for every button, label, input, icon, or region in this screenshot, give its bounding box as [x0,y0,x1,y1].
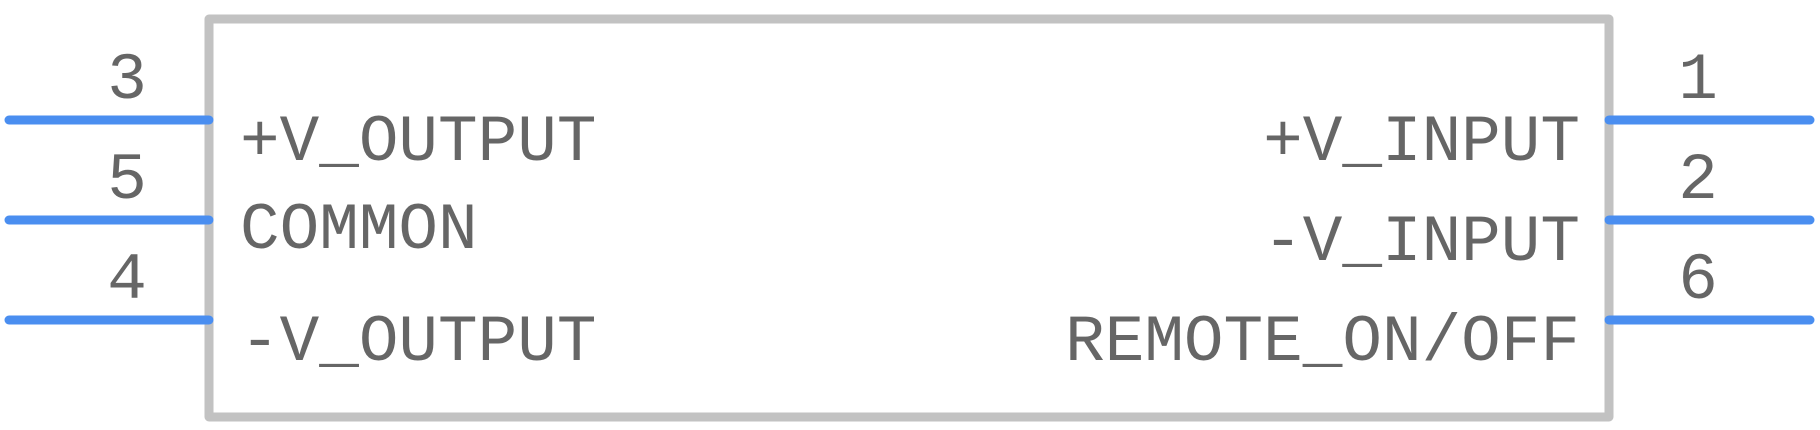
pin-label-plus-v-output: +V_OUTPUT [240,105,596,180]
pin-number-3: 3 [107,43,147,118]
pin-number-5: 5 [107,143,147,218]
pin-number-6: 6 [1678,243,1718,318]
pin-label-plus-v-input: +V_INPUT [1263,105,1580,180]
left-pin-group: 3 5 4 +V_OUTPUT COMMON -V_OUTPUT [4,43,596,380]
pin-number-2: 2 [1678,143,1718,218]
pin-label-remote-on-off: REMOTE_ON/OFF [1065,305,1580,380]
pin-number-1: 1 [1678,43,1718,118]
pin-label-minus-v-input: -V_INPUT [1263,205,1580,280]
pin-number-4: 4 [107,243,147,318]
right-pin-group: 1 2 6 +V_INPUT -V_INPUT REMOTE_ON/OFF [1065,43,1815,380]
pin-label-minus-v-output: -V_OUTPUT [240,305,596,380]
pin-label-common: COMMON [240,193,478,268]
